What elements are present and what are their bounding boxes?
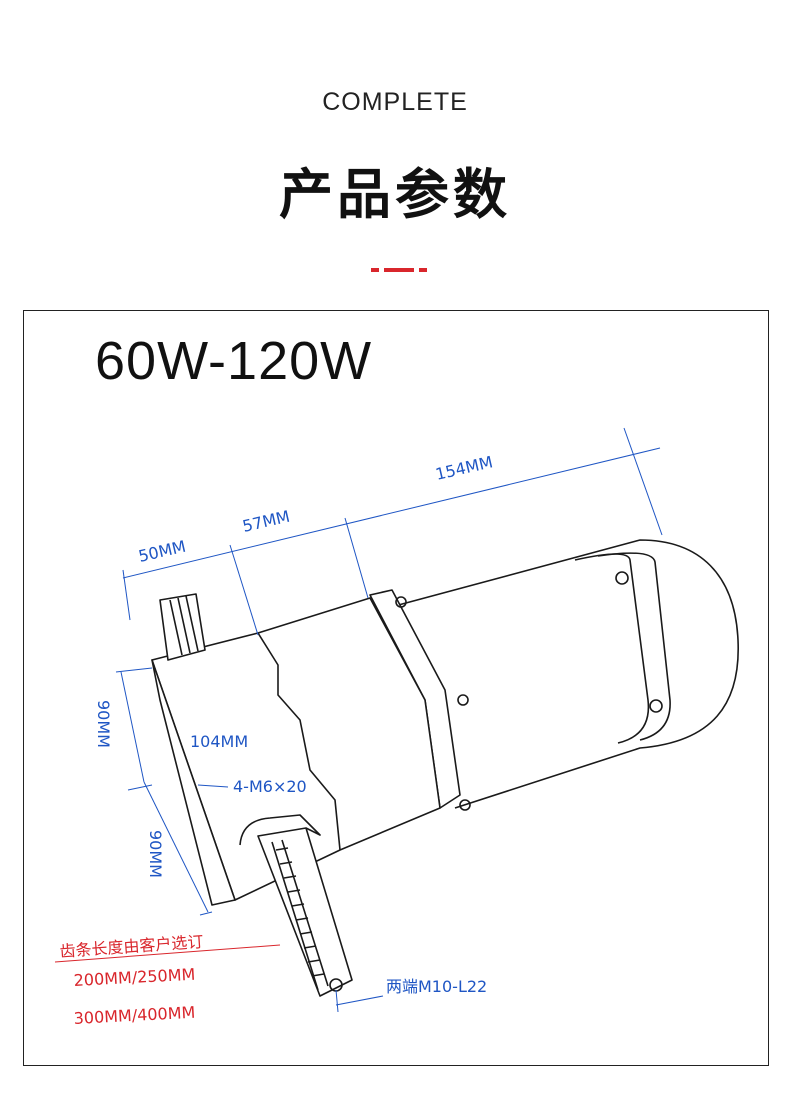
bolt-circle-label: 104MM — [190, 732, 248, 751]
gearbox-length-label: 57MM — [241, 507, 292, 536]
height-lower-label: 90MM — [146, 830, 165, 878]
mount-screws-label: 4-M6×20 — [233, 777, 307, 796]
power-range-label: 60W-120W — [95, 331, 373, 391]
rack-options-line1: 200MM/250MM — [73, 965, 196, 990]
rack-ends-label: 两端M10-L22 — [386, 977, 487, 996]
spec-frame — [23, 310, 769, 1066]
header-subtitle: COMPLETE — [322, 88, 468, 116]
rack-length-label: 50MM — [137, 537, 188, 566]
header-accent-divider — [371, 268, 427, 272]
rack-options-line2: 300MM/400MM — [73, 1003, 196, 1028]
motor-length-label: 154MM — [434, 452, 495, 484]
height-upper-label: 90MM — [94, 700, 113, 748]
page-title: 产品参数 — [279, 163, 511, 226]
